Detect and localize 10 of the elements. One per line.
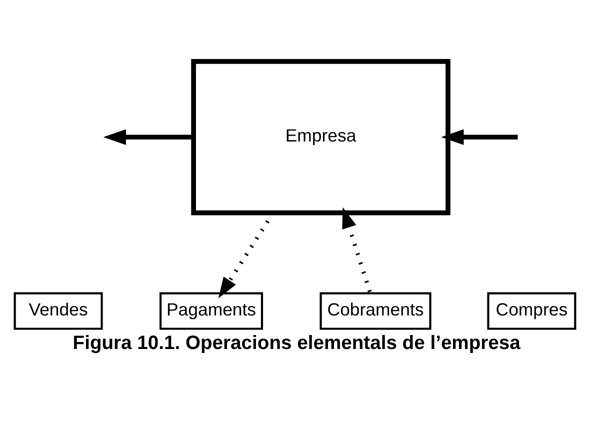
node-box: Empresa	[191, 59, 450, 216]
node-box: Vendes	[14, 292, 103, 330]
arrow	[218, 212, 275, 298]
arrow	[441, 129, 518, 146]
node-box: Pagaments	[160, 292, 264, 330]
arrow	[103, 129, 194, 146]
node-box: Compres	[487, 292, 576, 330]
node-box: Cobraments	[320, 292, 432, 330]
caption: Figura 10.1. Operacions elementals de l’empresa	[72, 333, 520, 354]
arrow	[342, 207, 372, 294]
